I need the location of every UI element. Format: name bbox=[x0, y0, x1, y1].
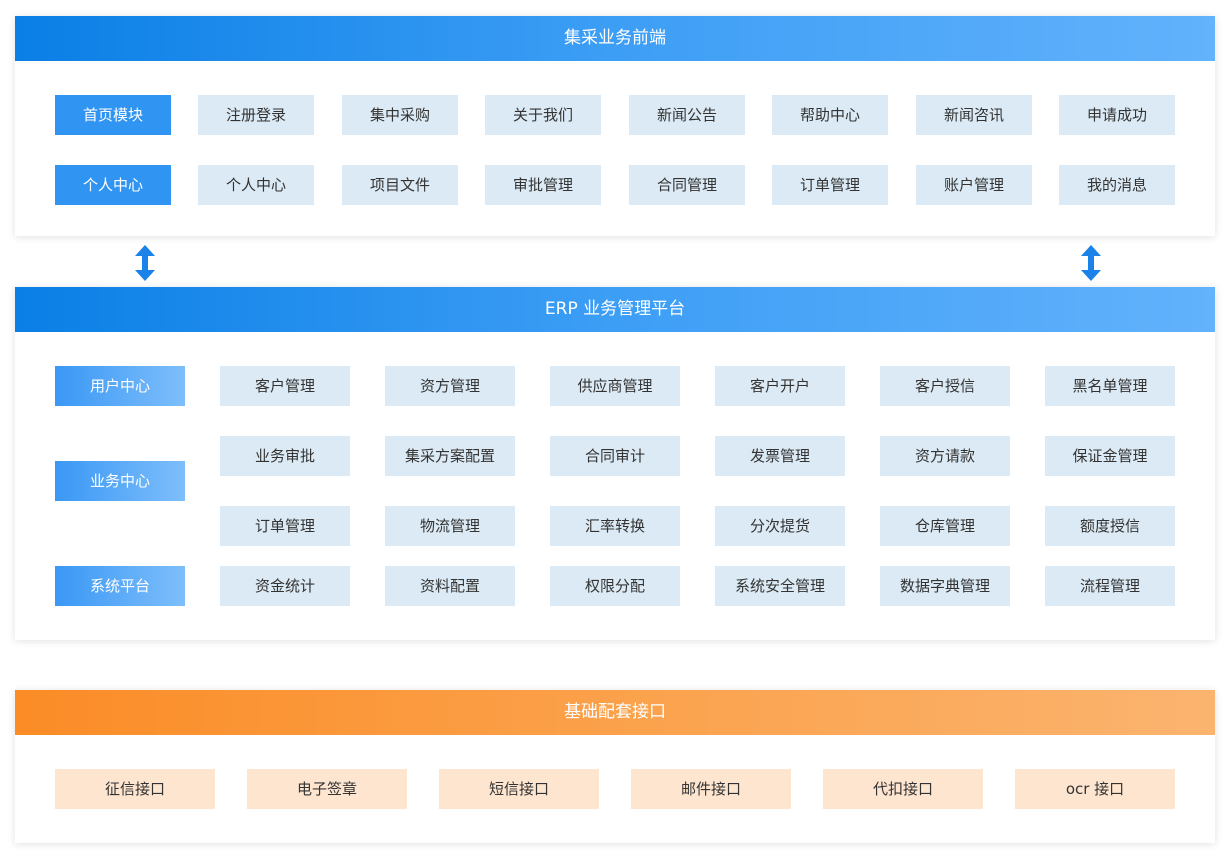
frontend-item: 我的消息 bbox=[1059, 165, 1175, 205]
frontend-item: 合同管理 bbox=[629, 165, 745, 205]
erp-item: 数据字典管理 bbox=[880, 566, 1010, 606]
erp-item: 客户开户 bbox=[715, 366, 845, 406]
erp-item: 额度授信 bbox=[1045, 506, 1175, 546]
erp-item: 流程管理 bbox=[1045, 566, 1175, 606]
frontend-panel: 集采业务前端 首页模块 注册登录 集中采购 关于我们 新闻公告 帮助中心 新闻咨… bbox=[15, 16, 1215, 236]
frontend-item: 注册登录 bbox=[198, 95, 314, 135]
erp-label-user-center: 用户中心 bbox=[55, 366, 185, 406]
interface-item: 电子签章 bbox=[247, 769, 407, 809]
double-arrow-icon bbox=[135, 245, 155, 281]
erp-item: 保证金管理 bbox=[1045, 436, 1175, 476]
erp-item: 资方请款 bbox=[880, 436, 1010, 476]
frontend-item: 集中采购 bbox=[342, 95, 458, 135]
erp-item: 订单管理 bbox=[220, 506, 350, 546]
frontend-item: 订单管理 bbox=[772, 165, 888, 205]
interface-item: 短信接口 bbox=[439, 769, 599, 809]
frontend-item: 申请成功 bbox=[1059, 95, 1175, 135]
erp-item: 客户授信 bbox=[880, 366, 1010, 406]
erp-item: 物流管理 bbox=[385, 506, 515, 546]
interface-item: 代扣接口 bbox=[823, 769, 983, 809]
erp-item: 权限分配 bbox=[550, 566, 680, 606]
erp-item: 业务审批 bbox=[220, 436, 350, 476]
interface-item: 邮件接口 bbox=[631, 769, 791, 809]
frontend-title: 集采业务前端 bbox=[15, 16, 1215, 61]
interface-item: ocr 接口 bbox=[1015, 769, 1175, 809]
frontend-item: 账户管理 bbox=[916, 165, 1032, 205]
erp-label-system-platform: 系统平台 bbox=[55, 566, 185, 606]
erp-item: 资方管理 bbox=[385, 366, 515, 406]
frontend-label-personal: 个人中心 bbox=[55, 165, 171, 205]
double-arrow-icon bbox=[1081, 245, 1101, 281]
erp-item: 分次提货 bbox=[715, 506, 845, 546]
erp-title: ERP 业务管理平台 bbox=[15, 287, 1215, 332]
erp-item: 供应商管理 bbox=[550, 366, 680, 406]
erp-item: 仓库管理 bbox=[880, 506, 1010, 546]
erp-item: 资金统计 bbox=[220, 566, 350, 606]
interfaces-panel: 基础配套接口 征信接口 电子签章 短信接口 邮件接口 代扣接口 ocr 接口 bbox=[15, 690, 1215, 843]
frontend-item: 新闻公告 bbox=[629, 95, 745, 135]
erp-item: 系统安全管理 bbox=[715, 566, 845, 606]
frontend-item: 新闻咨讯 bbox=[916, 95, 1032, 135]
erp-item: 资料配置 bbox=[385, 566, 515, 606]
erp-item: 合同审计 bbox=[550, 436, 680, 476]
erp-item: 客户管理 bbox=[220, 366, 350, 406]
frontend-item: 关于我们 bbox=[485, 95, 601, 135]
frontend-label-home: 首页模块 bbox=[55, 95, 171, 135]
erp-item: 汇率转换 bbox=[550, 506, 680, 546]
erp-item: 发票管理 bbox=[715, 436, 845, 476]
frontend-item: 审批管理 bbox=[485, 165, 601, 205]
interfaces-title: 基础配套接口 bbox=[15, 690, 1215, 735]
erp-item: 集采方案配置 bbox=[385, 436, 515, 476]
erp-label-business-center: 业务中心 bbox=[55, 461, 185, 501]
frontend-item: 项目文件 bbox=[342, 165, 458, 205]
interface-item: 征信接口 bbox=[55, 769, 215, 809]
erp-panel: ERP 业务管理平台 用户中心 业务中心 系统平台 客户管理 资方管理 供应商管… bbox=[15, 287, 1215, 640]
erp-item: 黑名单管理 bbox=[1045, 366, 1175, 406]
frontend-item: 个人中心 bbox=[198, 165, 314, 205]
frontend-item: 帮助中心 bbox=[772, 95, 888, 135]
